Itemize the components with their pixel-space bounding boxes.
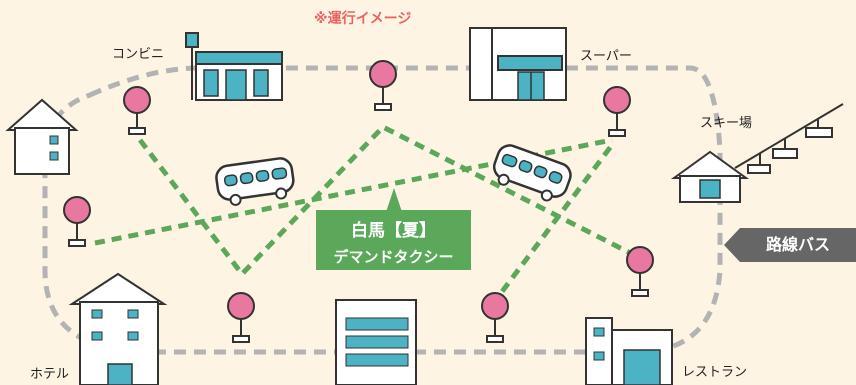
stop-pin-icon: [369, 60, 397, 111]
label-convenience: コンビニ: [112, 47, 165, 62]
demand-taxi-label-line2: デマンドタクシー: [333, 248, 454, 266]
stop-pin-icon: [63, 196, 91, 247]
apartment-building: [335, 299, 417, 385]
hotel-building: [68, 272, 168, 385]
taxi-route-cross-1: [94, 137, 613, 246]
house-building: [5, 98, 79, 175]
demand-taxi-label: 白馬【夏】 デマンドタクシー: [316, 210, 471, 270]
label-hotel: ホテル: [30, 367, 70, 382]
label-restaurant: レストラン: [682, 365, 748, 380]
taxi-van-icon: [215, 157, 295, 206]
taxi-van-icon: [492, 144, 572, 202]
taxi-route-zigzag: [138, 123, 642, 278]
ski-lodge-building: [670, 150, 750, 203]
label-ski-area: スキー場: [700, 116, 753, 131]
demand-taxi-label-line1: 白馬【夏】: [351, 221, 436, 241]
supermarket-building: [469, 27, 567, 101]
stop-pin-icon: [481, 292, 509, 343]
operation-image-note: ※運行イメージ: [314, 11, 412, 27]
stop-pin-icon: [123, 86, 151, 135]
restaurant-building: [585, 317, 673, 385]
stop-pin-icon: [626, 246, 654, 297]
taxi-stops: [63, 60, 654, 343]
taxi-label-pointer: [386, 188, 402, 212]
taxi-routes: [94, 123, 642, 307]
stop-pin-icon: [227, 292, 255, 343]
label-supermarket: スーパー: [580, 49, 632, 64]
ski-lift: [734, 103, 844, 174]
route-bus-label: 路線バス: [724, 228, 856, 262]
convenience-store-building: [185, 32, 283, 101]
stop-pin-icon: [603, 86, 631, 137]
